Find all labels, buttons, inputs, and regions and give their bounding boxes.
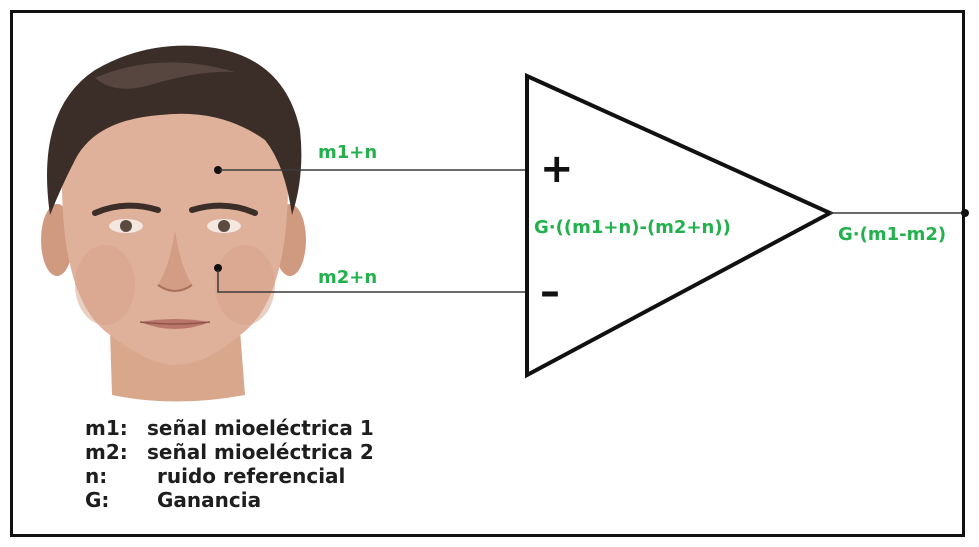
output-expression: G·(m1-m2)	[838, 224, 946, 245]
legend-value: ruido referencial	[157, 464, 346, 488]
face-illustration	[41, 45, 306, 402]
top-input-label: m1+n	[318, 142, 377, 163]
legend-key: m2:	[85, 440, 128, 464]
legend-value: señal mioeléctrica 2	[147, 440, 374, 464]
minus-symbol: –	[540, 269, 560, 315]
electrode-bottom	[214, 264, 222, 272]
legend-item: G: Ganancia	[85, 488, 374, 512]
legend-value: señal mioeléctrica 1	[147, 416, 374, 440]
legend-key: G:	[85, 488, 110, 512]
legend-item: m2: señal mioeléctrica 2	[85, 440, 374, 464]
bottom-input-label: m2+n	[318, 267, 377, 288]
legend: m1: señal mioeléctrica 1 m2: señal mioel…	[85, 416, 374, 512]
electrode-top	[214, 166, 222, 174]
legend-item: m1: señal mioeléctrica 1	[85, 416, 374, 440]
legend-key: n:	[85, 464, 108, 488]
plus-symbol: +	[540, 146, 574, 192]
legend-value: Ganancia	[157, 488, 262, 512]
legend-key: m1:	[85, 416, 128, 440]
op-amp-triangle	[525, 72, 835, 379]
legend-item: n: ruido referencial	[85, 464, 374, 488]
output-terminal	[961, 209, 969, 217]
wire-bottom	[217, 270, 527, 293]
amplifier-expression: G·((m1+n)-(m2+n))	[534, 217, 731, 238]
